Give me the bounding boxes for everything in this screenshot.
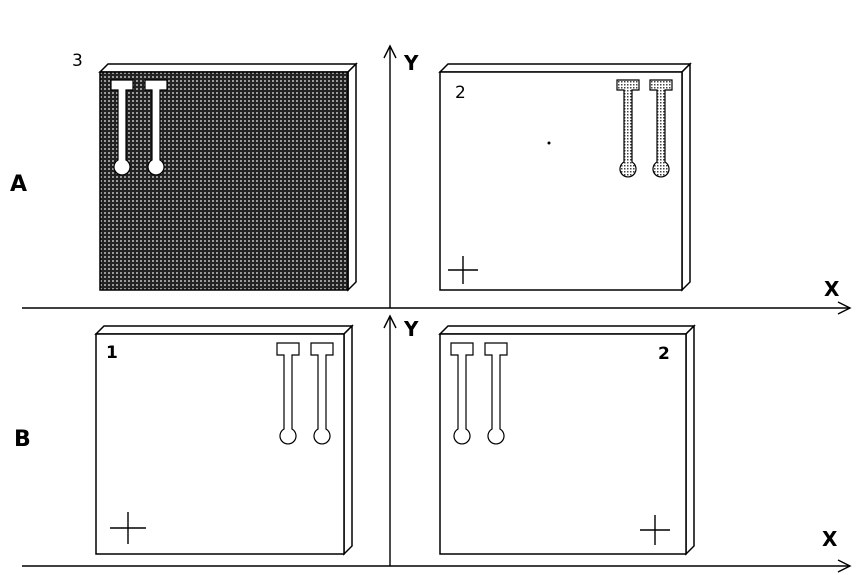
electrode-strip-2 <box>310 342 334 445</box>
y-axis-label-a: Y <box>403 51 419 75</box>
panel-a-right <box>438 62 692 292</box>
alignment-cross <box>448 256 478 284</box>
panel-top-edge <box>438 325 696 335</box>
panel-top-edge <box>98 63 358 73</box>
x-axis-arrow-a <box>837 301 852 315</box>
electrode-strip-1 <box>276 342 300 445</box>
axes-row-b <box>22 314 852 573</box>
x-axis-label-b: X <box>822 527 838 551</box>
panel-b-left <box>94 324 354 556</box>
panel-number-b-left: 1 <box>106 343 118 363</box>
panel-a-left <box>98 62 358 292</box>
electrode-strip-2 <box>649 79 673 178</box>
y-axis-label-b: Y <box>403 317 419 341</box>
panel-top-edge <box>94 325 354 335</box>
panel-side-edge <box>343 324 353 556</box>
panel-number-a-right: 2 <box>455 83 466 103</box>
panel-number-a-left: 3 <box>72 51 83 71</box>
electrode-pattern <box>276 342 334 445</box>
panel-top-edge <box>438 63 692 73</box>
row-label-a: A <box>10 172 27 197</box>
y-axis-arrow-a <box>383 44 397 59</box>
panel-face <box>99 71 349 291</box>
panel-face <box>439 333 687 555</box>
panel-face <box>439 71 683 291</box>
electrode-pattern <box>450 342 508 445</box>
panel-side-edge <box>347 62 357 292</box>
electrode-pattern <box>110 79 168 176</box>
x-axis-arrow-b <box>837 559 852 573</box>
alignment-cross <box>640 515 670 545</box>
x-axis-label-a: X <box>824 277 840 301</box>
electrode-strip-1 <box>450 342 474 445</box>
center-dot <box>547 141 551 145</box>
alignment-cross <box>110 512 146 544</box>
panel-face <box>95 333 345 555</box>
electrode-strip-1 <box>616 79 640 178</box>
electrode-pattern <box>616 79 673 178</box>
panel-b-right <box>438 324 696 556</box>
electrode-strip-1 <box>110 79 134 176</box>
y-axis-arrow-b <box>383 314 397 329</box>
axes-row-a <box>22 44 852 315</box>
panel-side-edge <box>681 62 691 292</box>
panel-number-b-right: 2 <box>658 344 670 364</box>
panel-side-edge <box>685 324 695 556</box>
electrode-strip-2 <box>144 79 168 176</box>
electrode-strip-2 <box>484 342 508 445</box>
row-label-b: B <box>14 427 31 452</box>
